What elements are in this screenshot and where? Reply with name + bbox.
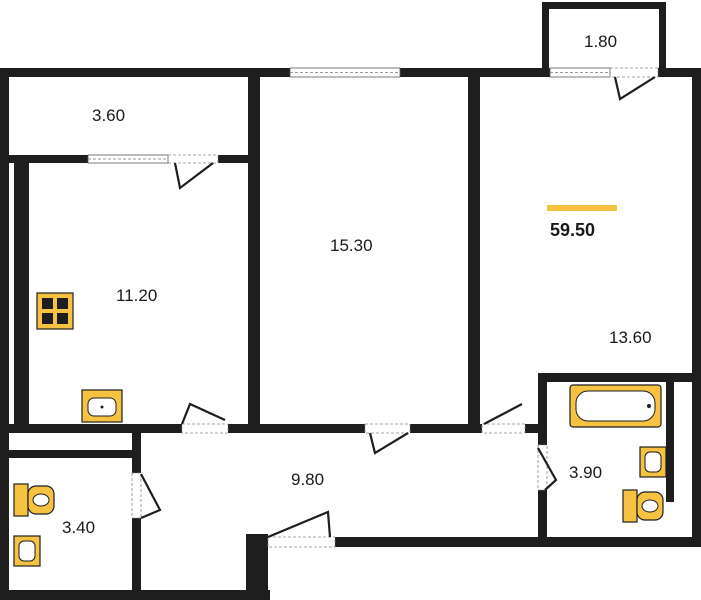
door-bathroom <box>537 444 548 491</box>
washbasin-icon <box>13 535 41 567</box>
room-area-bathroom: 3.90 <box>569 463 602 482</box>
windows <box>87 67 611 164</box>
door-kitchen <box>181 423 229 434</box>
stove-icon <box>36 292 74 330</box>
doors <box>131 67 659 548</box>
room-area-kitchen: 11.20 <box>116 286 157 305</box>
total-area-accent-bar <box>547 205 617 211</box>
washbasin-icon <box>639 446 667 478</box>
room-area-balcony-left: 3.60 <box>92 106 125 125</box>
toilet-icon <box>13 483 55 517</box>
toilet-icon <box>622 489 664 523</box>
total-area: 59.50 <box>550 220 595 240</box>
door-toilet <box>131 472 142 519</box>
room-area-balcony-right: 1.80 <box>584 32 617 51</box>
room-area-toilet: 3.40 <box>62 518 95 537</box>
room-area-hallway: 9.80 <box>291 470 324 489</box>
room-area-bedroom: 13.60 <box>609 328 652 347</box>
door-kitchen-balcony <box>167 154 219 164</box>
kitchen-sink-icon <box>81 389 123 423</box>
door-bedroom <box>481 423 526 434</box>
room-area-living-room: 15.30 <box>330 236 373 255</box>
door-entrance <box>267 536 336 548</box>
door-bedroom-balcony <box>609 67 659 78</box>
bathtub-icon <box>569 384 662 428</box>
door-living-room <box>364 423 411 434</box>
